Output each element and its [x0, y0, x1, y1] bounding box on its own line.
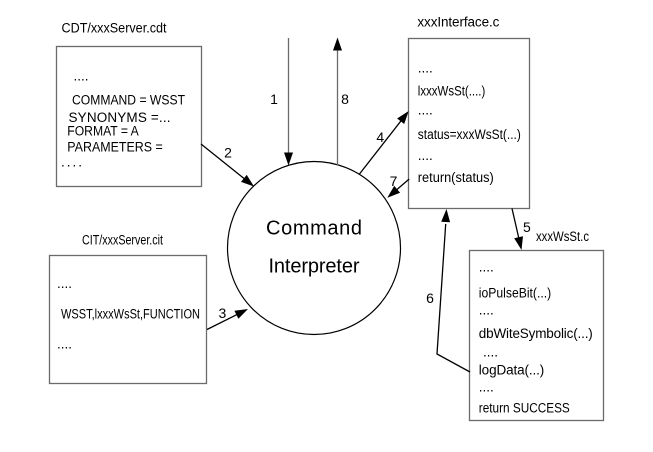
- svg-text:dbWiteSymbolic(...): dbWiteSymbolic(...): [479, 326, 593, 341]
- svg-text:7: 7: [390, 173, 398, 189]
- svg-text:5: 5: [523, 219, 531, 235]
- svg-text:....: ....: [479, 303, 494, 318]
- svg-text:....: ....: [418, 148, 433, 163]
- svg-text:8: 8: [341, 91, 349, 107]
- svg-text:....: ....: [479, 380, 494, 395]
- svg-text:status=xxxWsSt(...): status=xxxWsSt(...): [418, 127, 521, 142]
- svg-text:WSST,lxxxWsSt,FUNCTION: WSST,lxxxWsSt,FUNCTION: [61, 306, 200, 321]
- svg-text:....: ....: [57, 276, 72, 291]
- svg-text:CIT/xxxServer.cit: CIT/xxxServer.cit: [82, 233, 163, 248]
- svg-text:xxxWsSt.c: xxxWsSt.c: [536, 229, 589, 244]
- svg-text:lxxxWsSt(....): lxxxWsSt(....): [418, 83, 486, 98]
- svg-text:....: ....: [418, 102, 433, 117]
- svg-text:....: ....: [418, 61, 433, 76]
- svg-text:PARAMETERS =: PARAMETERS =: [67, 139, 163, 154]
- svg-text:....: ....: [57, 337, 72, 352]
- svg-text:ioPulseBit(...): ioPulseBit(...): [479, 286, 551, 301]
- svg-text:4: 4: [376, 129, 384, 145]
- svg-text:return SUCCESS: return SUCCESS: [479, 400, 570, 415]
- svg-text:3: 3: [219, 305, 227, 321]
- svg-text:FORMAT = A: FORMAT = A: [67, 124, 139, 139]
- svg-text:....: ....: [74, 69, 89, 84]
- svg-text:1: 1: [270, 91, 278, 107]
- svg-text:return(status): return(status): [418, 170, 494, 185]
- svg-text:logData(...): logData(...): [479, 362, 545, 377]
- svg-text:Command: Command: [266, 217, 362, 239]
- svg-text:COMMAND = WSST: COMMAND = WSST: [72, 93, 185, 108]
- svg-text:Interpreter: Interpreter: [269, 255, 360, 277]
- svg-text:xxxInterface.c: xxxInterface.c: [417, 14, 499, 29]
- svg-text:6: 6: [426, 290, 434, 306]
- svg-text:CDT/xxxServer.cdt: CDT/xxxServer.cdt: [62, 21, 167, 36]
- svg-text:....: ....: [61, 155, 82, 170]
- svg-text:....: ....: [479, 260, 494, 275]
- svg-text:....: ....: [483, 344, 498, 359]
- svg-text:SYNONYMS =...: SYNONYMS =...: [69, 110, 171, 125]
- svg-text:2: 2: [224, 145, 232, 161]
